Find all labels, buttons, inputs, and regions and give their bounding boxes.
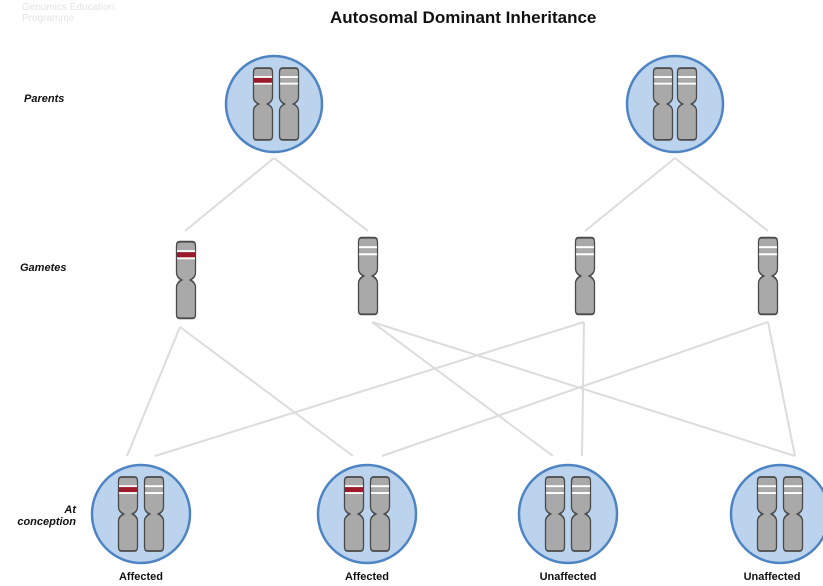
row-label-gametes: Gametes [20,262,67,274]
parent-circle [224,54,324,154]
outcome-label-3: Unaffected [539,571,597,583]
row-label-conception: At conception [12,504,76,528]
line-gamete4-child2 [381,321,769,457]
logo-line-1: Genomics Education [22,2,115,13]
connector-lines [126,157,796,457]
row-label-conception-line1: At [64,504,76,516]
gamete-normal [757,236,779,316]
gamete-mutated [177,242,196,319]
line-gamete2-child3 [371,321,554,457]
row-label-conception-line2: conception [17,516,76,528]
line-gamete3-child3 [581,321,585,457]
child-1 [90,463,192,565]
line-parent2-gamete3 [584,157,676,232]
child-circle [316,463,418,565]
parent-unaffected [625,54,725,154]
page-title: Autosomal Dominant Inheritance [330,8,597,27]
child-4 [729,463,823,565]
outcome-label-2: Affected [344,571,389,583]
outcome-label-1: Affected [118,571,163,583]
parent-affected [224,54,324,154]
gamete-normal [357,236,379,316]
row-label-parents: Parents [24,93,65,105]
logo-line-2: Programme [22,13,75,24]
outcome-label-4: Unaffected [743,571,801,583]
line-gamete1-child2 [179,326,354,457]
gamete-normal [574,236,596,316]
child-circle [517,463,619,565]
line-gamete3-child1 [154,321,585,457]
parent-circle [625,54,725,154]
line-parent1-gamete1 [184,157,275,232]
line-parent1-gamete2 [273,157,369,232]
line-gamete4-child4 [767,321,796,457]
child-circle [90,463,192,565]
programme-logo: Genomics Education Programme [22,2,162,24]
child-3 [517,463,619,565]
line-gamete1-child1 [126,326,181,457]
child-2 [316,463,418,565]
line-parent2-gamete4 [674,157,769,232]
